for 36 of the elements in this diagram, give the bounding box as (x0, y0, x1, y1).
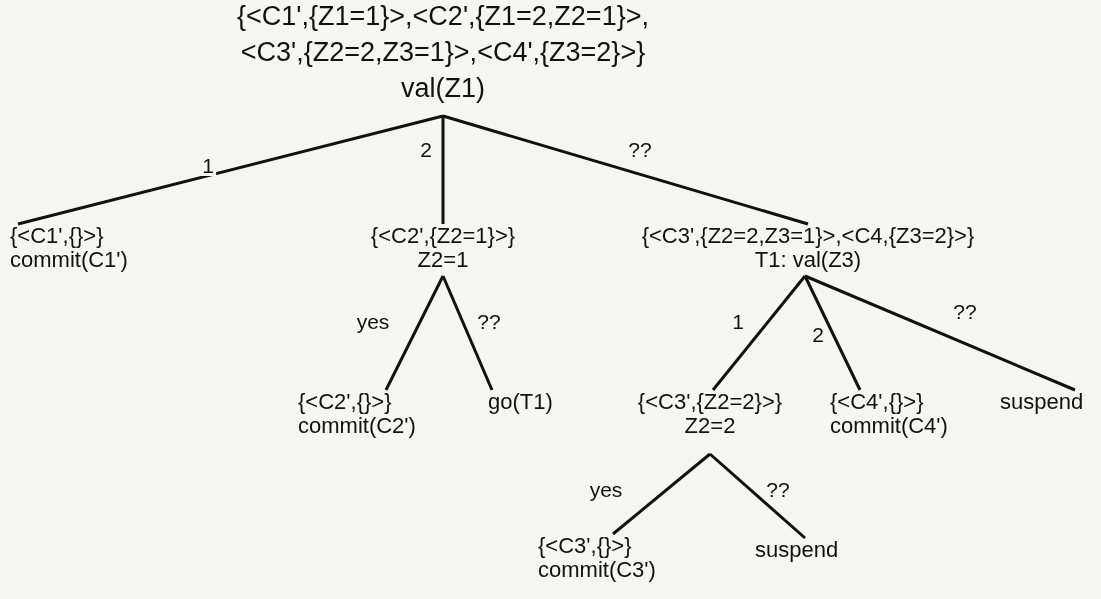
node-text: commit(C3') (538, 558, 657, 582)
tree-branch-line (441, 275, 494, 391)
node-text: Z2=2 (684, 414, 736, 438)
node-text: {<C3',{Z2=2,Z3=1}>,<C4,{Z3=2}>} (640, 224, 976, 248)
node-text: {<C2',{}>} (298, 390, 393, 414)
edge-label: ?? (475, 312, 503, 332)
node-text: {<C3',{}>} (538, 534, 633, 558)
edge-label: ?? (764, 480, 792, 500)
tree-branch-line (612, 452, 711, 536)
tree-branch-line (384, 275, 445, 391)
tree-branch-line (711, 275, 807, 391)
tree-branch-line (709, 452, 806, 540)
tree-branch-line (17, 114, 444, 226)
node-text: val(Z1) (400, 72, 486, 105)
edge-label: ?? (951, 302, 979, 322)
tree-branch-line (441, 116, 445, 224)
node-text: {<C4',{}>} (830, 390, 925, 414)
node-text: commit(C1') (10, 248, 129, 272)
tree-branch-line (803, 275, 862, 391)
edge-label: 2 (810, 325, 826, 345)
node-text: {<C1',{}>} (10, 224, 105, 248)
edge-label: 2 (418, 140, 434, 160)
tree-branch-line (804, 274, 1076, 392)
node-text: commit(C2') (298, 414, 417, 438)
node-text: suspend (755, 538, 840, 562)
node-text: T1: val(Z3) (754, 248, 862, 272)
node-text: go(T1) (488, 390, 554, 414)
node-text: Z2=1 (417, 248, 469, 272)
edge-label: 1 (200, 156, 216, 176)
node-text: {<C3',{Z2=2}>} (636, 390, 784, 414)
node-text: commit(C4') (830, 414, 949, 438)
edge-label: ?? (626, 140, 654, 160)
node-text: {<C2',{Z2=1}>} (369, 224, 517, 248)
edge-label: 1 (730, 312, 746, 332)
tree-branch-line (442, 114, 809, 226)
node-text: suspend (1000, 390, 1085, 414)
